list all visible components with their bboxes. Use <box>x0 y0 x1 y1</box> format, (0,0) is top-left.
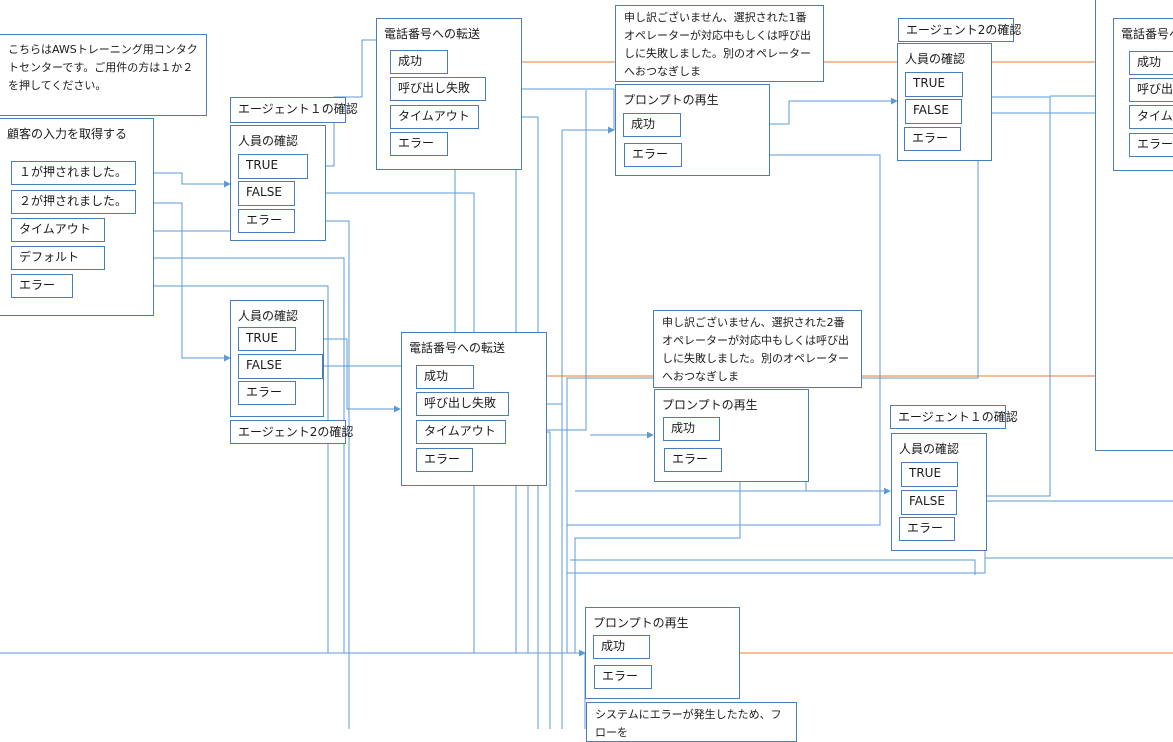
agent1-check-label[interactable]: エージェント１の確認 <box>890 405 1018 429</box>
staff-check-error[interactable]: エラー <box>899 517 955 541</box>
intro-prompt-block[interactable]: こちらはAWSトレーニング用コンタクトセンターです。ご用件の方は１か２を押してく… <box>0 34 207 116</box>
prompt-error[interactable]: エラー <box>664 448 722 472</box>
transfer-error[interactable]: エラー <box>416 448 473 472</box>
prompt-success[interactable]: 成功 <box>663 417 720 441</box>
staff-check-false[interactable]: FALSE <box>238 354 323 379</box>
agent1-check-label[interactable]: エージェント１の確認 <box>230 97 358 123</box>
transfer-error[interactable]: エラー <box>390 132 448 156</box>
transfer-success[interactable]: 成功 <box>1129 51 1173 75</box>
intro-prompt-text: こちらはAWSトレーニング用コンタクトセンターです。ご用件の方は１か２を押してく… <box>8 43 198 92</box>
staff-check-true[interactable]: TRUE <box>901 462 958 487</box>
transfer-timeout[interactable]: タイムア <box>1129 105 1173 129</box>
transfer-title: 電話番号への転送 <box>384 27 481 41</box>
input-option-2[interactable]: ２が押されました。 <box>11 190 136 214</box>
operator-busy-message-2[interactable]: 申し訳ございません、選択された2番オペレーターが対応中もしくは呼び出しに失敗しま… <box>653 310 862 388</box>
staff-check-title: 人員の確認 <box>899 442 960 456</box>
input-option-error[interactable]: エラー <box>11 274 73 298</box>
transfer-timeout[interactable]: タイムアウト <box>416 420 506 444</box>
transfer-timeout[interactable]: タイムアウト <box>390 105 479 129</box>
operator-busy-message-text: 申し訳ございません、選択された2番オペレーターが対応中もしくは呼び出しに失敗しま… <box>662 316 849 383</box>
prompt-success[interactable]: 成功 <box>623 113 681 137</box>
transfer-error[interactable]: エラー <box>1129 133 1173 157</box>
input-option-default[interactable]: デフォルト <box>11 246 105 270</box>
transfer-call-failed[interactable]: 呼び出し失敗 <box>416 392 509 416</box>
transfer-call-failed[interactable]: 呼び出し失敗 <box>390 77 486 101</box>
system-error-message-text: システムにエラーが発生したため、フローを <box>595 708 782 739</box>
staff-check-title: 人員の確認 <box>905 52 966 66</box>
get-input-title: 顧客の入力を取得する <box>7 127 128 141</box>
staff-check-title: 人員の確認 <box>238 134 299 148</box>
input-option-timeout[interactable]: タイムアウト <box>11 218 105 242</box>
staff-check-title: 人員の確認 <box>238 309 299 323</box>
input-option-1[interactable]: １が押されました。 <box>11 161 136 185</box>
play-prompt-title: プロンプトの再生 <box>593 616 689 630</box>
transfer-success[interactable]: 成功 <box>416 365 474 389</box>
play-prompt-title: プロンプトの再生 <box>623 93 719 107</box>
prompt-success[interactable]: 成功 <box>593 635 650 659</box>
staff-check-true[interactable]: TRUE <box>238 327 296 351</box>
staff-check-true[interactable]: TRUE <box>905 72 963 97</box>
staff-check-false[interactable]: FALSE <box>905 99 962 124</box>
agent2-check-label[interactable]: エージェント2の確認 <box>230 420 353 444</box>
transfer-title: 電話番号への転送 <box>409 341 506 355</box>
staff-check-false[interactable]: FALSE <box>238 181 295 206</box>
staff-check-false[interactable]: FALSE <box>901 490 957 515</box>
staff-check-true[interactable]: TRUE <box>238 154 308 179</box>
staff-check-error[interactable]: エラー <box>238 209 295 233</box>
system-error-message[interactable]: システムにエラーが発生したため、フローを <box>586 702 797 742</box>
prompt-error[interactable]: エラー <box>624 143 682 167</box>
transfer-call-failed[interactable]: 呼び出し <box>1129 78 1173 102</box>
transfer-title: 電話番号へ <box>1121 27 1173 41</box>
staff-check-error[interactable]: エラー <box>238 381 296 405</box>
prompt-error[interactable]: エラー <box>594 665 652 689</box>
operator-busy-message-1[interactable]: 申し訳ございません、選択された1番オペレーターが対応中もしくは呼び出しに失敗しま… <box>615 5 824 82</box>
transfer-success[interactable]: 成功 <box>390 50 448 74</box>
agent2-check-label[interactable]: エージェント2の確認 <box>898 18 1021 42</box>
staff-check-error[interactable]: エラー <box>904 127 961 151</box>
play-prompt-title: プロンプトの再生 <box>662 398 758 412</box>
operator-busy-message-text: 申し訳ございません、選択された1番オペレーターが対応中もしくは呼び出しに失敗しま… <box>624 11 811 78</box>
